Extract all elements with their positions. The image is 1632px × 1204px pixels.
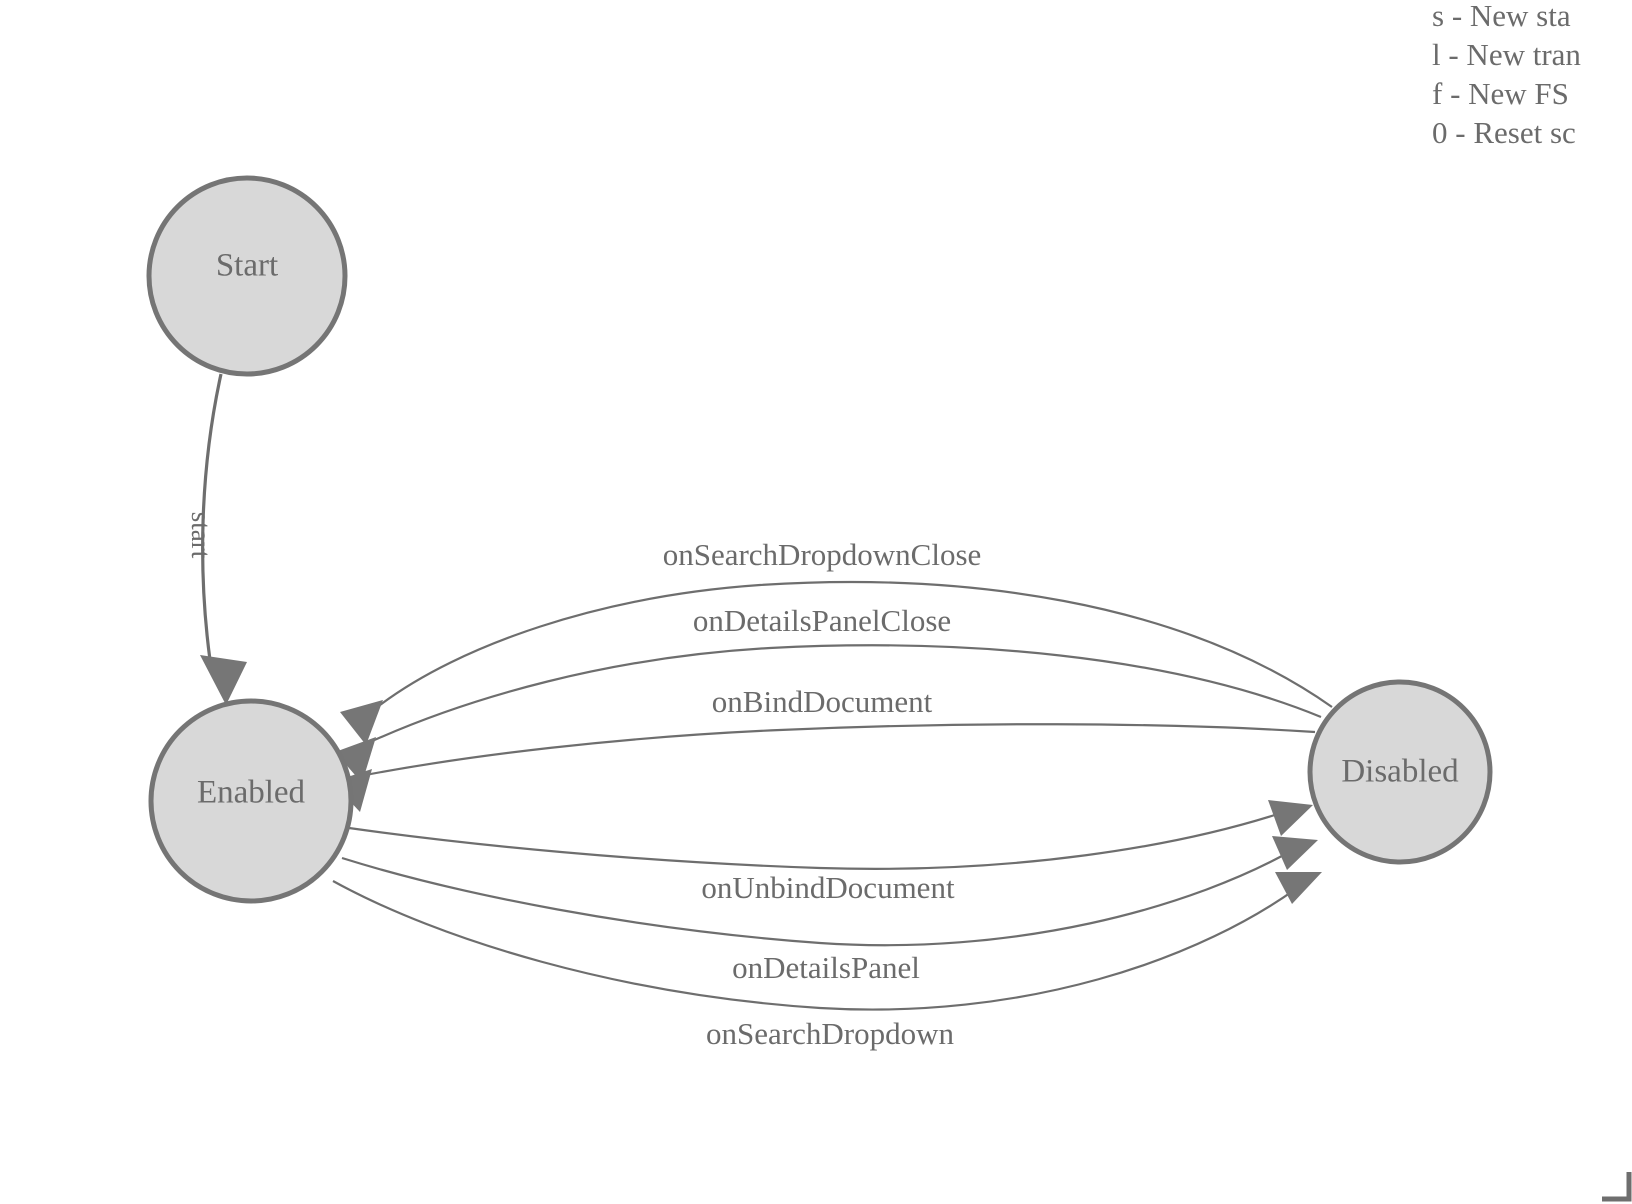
node-disabled-circle[interactable] [1307, 679, 1493, 865]
edge-label-onUnbindDocument: onUnbindDocument [701, 870, 955, 905]
node-disabled-label: Disabled [1341, 754, 1459, 790]
arrowhead-into-enabled-from-start [200, 655, 247, 705]
edge-label-onSearchDropdown: onSearchDropdown [706, 1016, 954, 1051]
arrowhead-into-disabled-3 [1275, 872, 1322, 904]
edge-label-onSearchDropdownClose: onSearchDropdownClose [663, 537, 982, 572]
help-line-new-transition: l - New tran [1432, 37, 1581, 72]
edge-label-onDetailsPanel: onDetailsPanel [732, 950, 920, 985]
node-start-label: Start [216, 248, 278, 284]
help-line-new-state: s - New sta [1432, 0, 1571, 33]
node-enabled-label: Enabled [197, 775, 306, 811]
node-enabled[interactable]: Enabled [148, 698, 354, 904]
edge-path-onBindDocument[interactable] [359, 723, 1316, 778]
node-start[interactable]: Start [146, 175, 348, 377]
help-line-new-fsm: f - New FS [1432, 76, 1569, 111]
edge-path-onUnbindDocument[interactable] [348, 806, 1297, 870]
edge-path-onDetailsPanel[interactable] [341, 845, 1301, 947]
edge-path-onSearchDropdownClose[interactable] [379, 580, 1333, 708]
edge-path-onDetailsPanelClose[interactable] [369, 644, 1322, 744]
edge-path-onSearchDropdown[interactable] [332, 879, 1309, 1011]
edge-path-start[interactable] [201, 373, 223, 661]
arrowhead-into-disabled-2 [1272, 836, 1318, 870]
help-overlay: s - New sta l - New tran f - New FS 0 - … [1432, 0, 1581, 150]
node-enabled-circle[interactable] [148, 698, 354, 904]
node-disabled[interactable]: Disabled [1307, 679, 1493, 865]
arrowhead-into-disabled-1 [1268, 800, 1313, 836]
edge-label-start: start [186, 512, 216, 559]
resize-corner-marker[interactable] [1602, 1172, 1632, 1202]
arrowhead-into-enabled-2 [335, 737, 376, 783]
transition-group-enabled-to-disabled [332, 800, 1322, 1011]
arrowhead-into-enabled-1 [340, 700, 383, 745]
edge-label-onBindDocument: onBindDocument [712, 684, 933, 719]
transition-group-start-to-enabled [200, 373, 247, 705]
corner-bracket-icon [1602, 1172, 1632, 1202]
edge-label-onDetailsPanelClose: onDetailsPanelClose [693, 603, 951, 638]
node-start-circle[interactable] [146, 175, 348, 377]
help-line-reset-scale: 0 - Reset sc [1432, 115, 1576, 150]
